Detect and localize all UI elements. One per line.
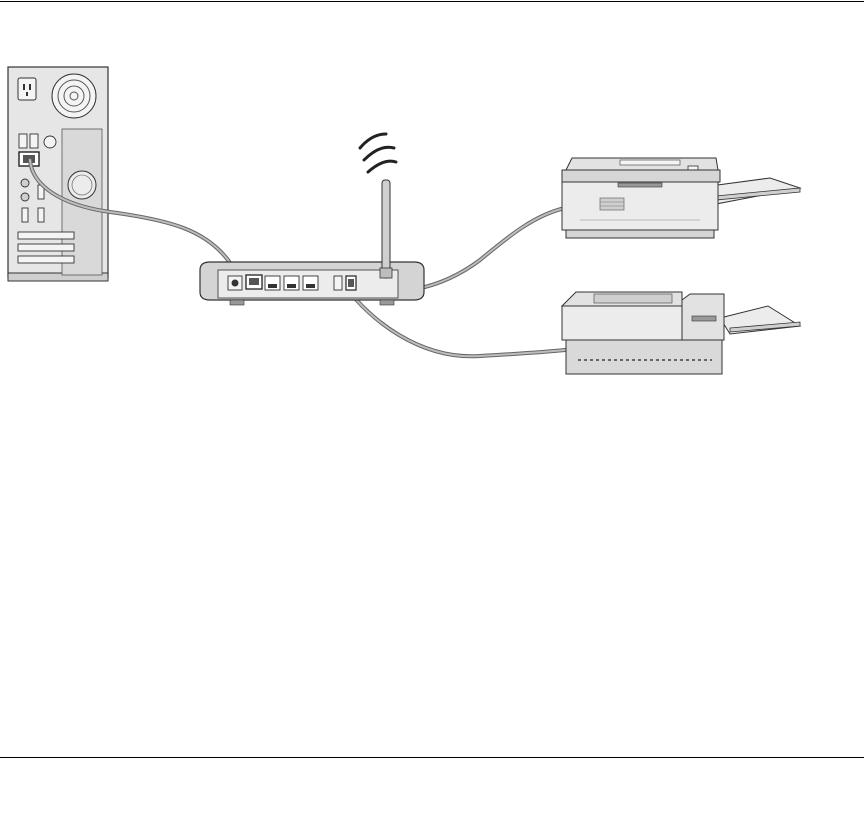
power-socket-icon <box>18 78 36 100</box>
bottom-rule <box>0 757 864 758</box>
fan-grille-icon <box>52 74 96 118</box>
wireless-router <box>200 134 424 305</box>
multifunction-printer <box>562 158 800 238</box>
antenna-icon <box>380 180 392 278</box>
cables <box>30 160 565 356</box>
wifi-signal-icon <box>360 134 396 172</box>
laser-printer <box>562 292 800 374</box>
desktop-computer <box>8 67 108 281</box>
lan-ports <box>265 276 318 290</box>
